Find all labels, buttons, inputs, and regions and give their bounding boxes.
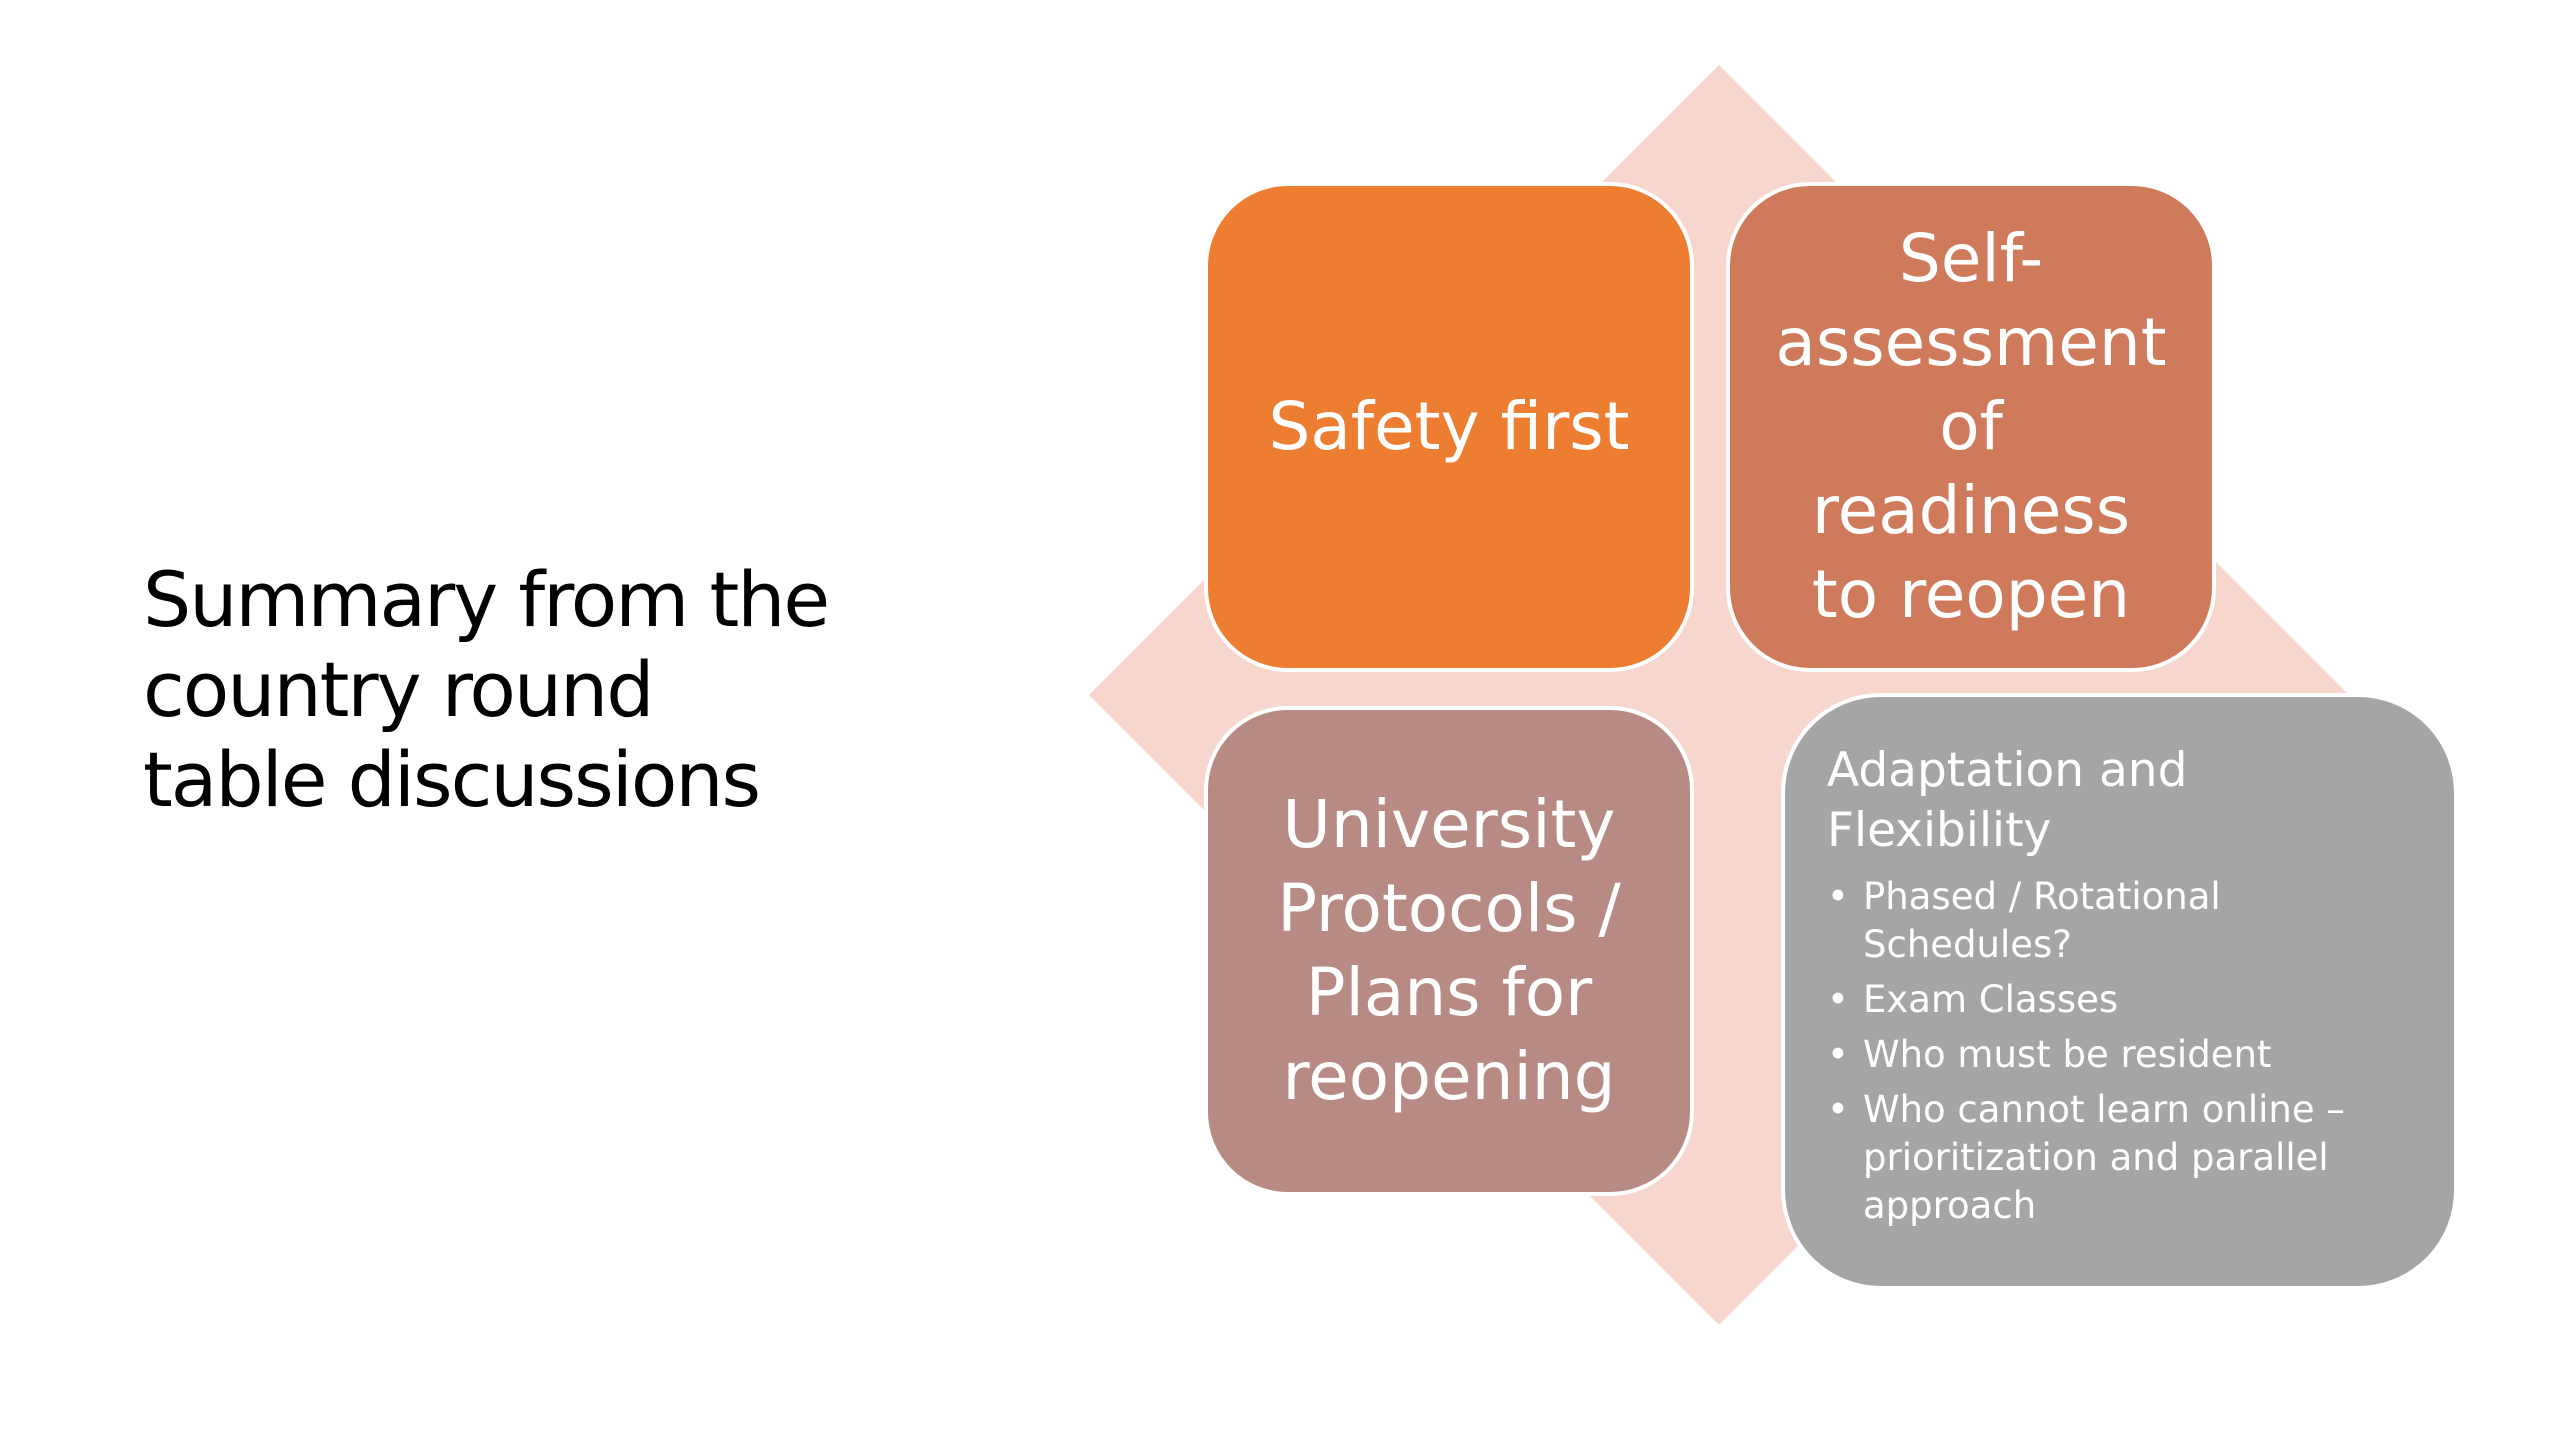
tile-university-protocols-label: University Protocols / Plans for reopeni… [1277, 786, 1621, 1115]
list-item-text: Exam Classes [1863, 978, 2119, 1021]
tile-safety-first: Safety first [1204, 182, 1694, 672]
tile-adaptation-flexibility: Adaptation and Flexibility • Phased / Rot… [1781, 693, 2458, 1290]
bullet-icon: • [1827, 875, 1849, 918]
list-item: • Phased / Rotational Schedules? [1827, 873, 2424, 969]
bullet-icon: • [1827, 1088, 1849, 1131]
tile-safety-first-label: Safety first [1268, 388, 1630, 465]
list-item: • Exam Classes [1827, 976, 2424, 1024]
adaptation-bullet-list: • Phased / Rotational Schedules? • Exam Cl… [1827, 873, 2424, 1230]
list-item-text: Who cannot learn online – prioritization… [1863, 1088, 2345, 1227]
tile-self-assessment: Self-assessment of readiness to reopen [1726, 182, 2216, 672]
list-item: • Who cannot learn online – prioritizatio… [1827, 1086, 2424, 1230]
list-item: • Who must be resident [1827, 1031, 2424, 1079]
list-item-text: Phased / Rotational Schedules? [1863, 875, 2221, 966]
bullet-icon: • [1827, 1033, 1849, 1076]
tile-adaptation-heading: Adaptation and Flexibility [1827, 743, 2188, 858]
slide-title: Summary from the country round table dis… [143, 555, 830, 824]
tile-self-assessment-label: Self-assessment of readiness to reopen [1775, 220, 2167, 633]
tile-university-protocols: University Protocols / Plans for reopeni… [1204, 706, 1694, 1196]
bullet-icon: • [1827, 978, 1849, 1021]
list-item-text: Who must be resident [1863, 1033, 2272, 1076]
